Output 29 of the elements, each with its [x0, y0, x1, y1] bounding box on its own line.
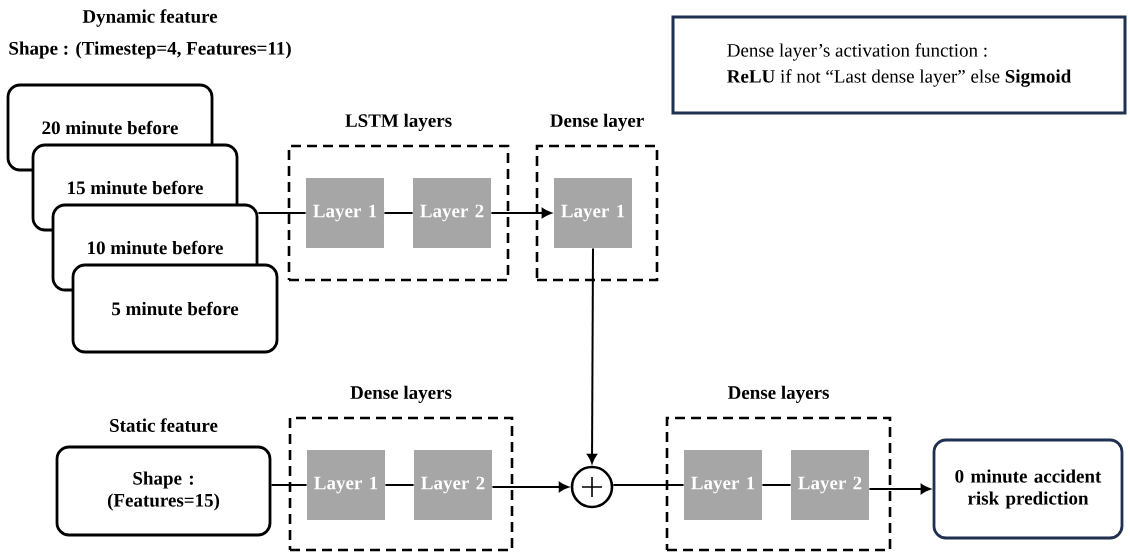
- time-step-box: 5 minute before: [71, 263, 279, 354]
- connector: [491, 482, 569, 492]
- layer-box: Layer 1: [306, 178, 384, 248]
- layer-box: Layer 1: [684, 450, 762, 520]
- layer-box: Layer 1: [307, 450, 385, 520]
- connector: [612, 484, 685, 486]
- connector: [490, 208, 552, 218]
- input-box: Shape : (Features=15): [55, 445, 272, 537]
- connector: [761, 484, 792, 486]
- connector: [257, 212, 307, 214]
- connector: [270, 484, 308, 486]
- layer-box: Layer 2: [791, 450, 869, 520]
- heading: Dense layers: [727, 385, 829, 403]
- output-box: 0 minute accident risk prediction: [932, 438, 1124, 540]
- connector: [383, 212, 414, 214]
- heading: Dense layer: [550, 113, 644, 131]
- layer-box: Layer 2: [413, 178, 491, 248]
- heading: Dynamic feature: [82, 9, 218, 27]
- heading: Dense layers: [350, 385, 452, 403]
- note-box: Dense layer’s activation function : ReLU if not “Last dense layer” else Sigmoid: [671, 15, 1127, 115]
- connector: [868, 484, 931, 494]
- layer-box: Layer 2: [414, 450, 492, 520]
- plus-circle: [570, 465, 614, 509]
- connector: [587, 247, 597, 464]
- heading: Shape : (Timestep=4, Features=11): [9, 41, 291, 59]
- heading: Static feature: [110, 418, 218, 432]
- connector: [384, 484, 415, 486]
- heading: LSTM layers: [345, 113, 452, 131]
- layer-box: Layer 1: [554, 178, 632, 248]
